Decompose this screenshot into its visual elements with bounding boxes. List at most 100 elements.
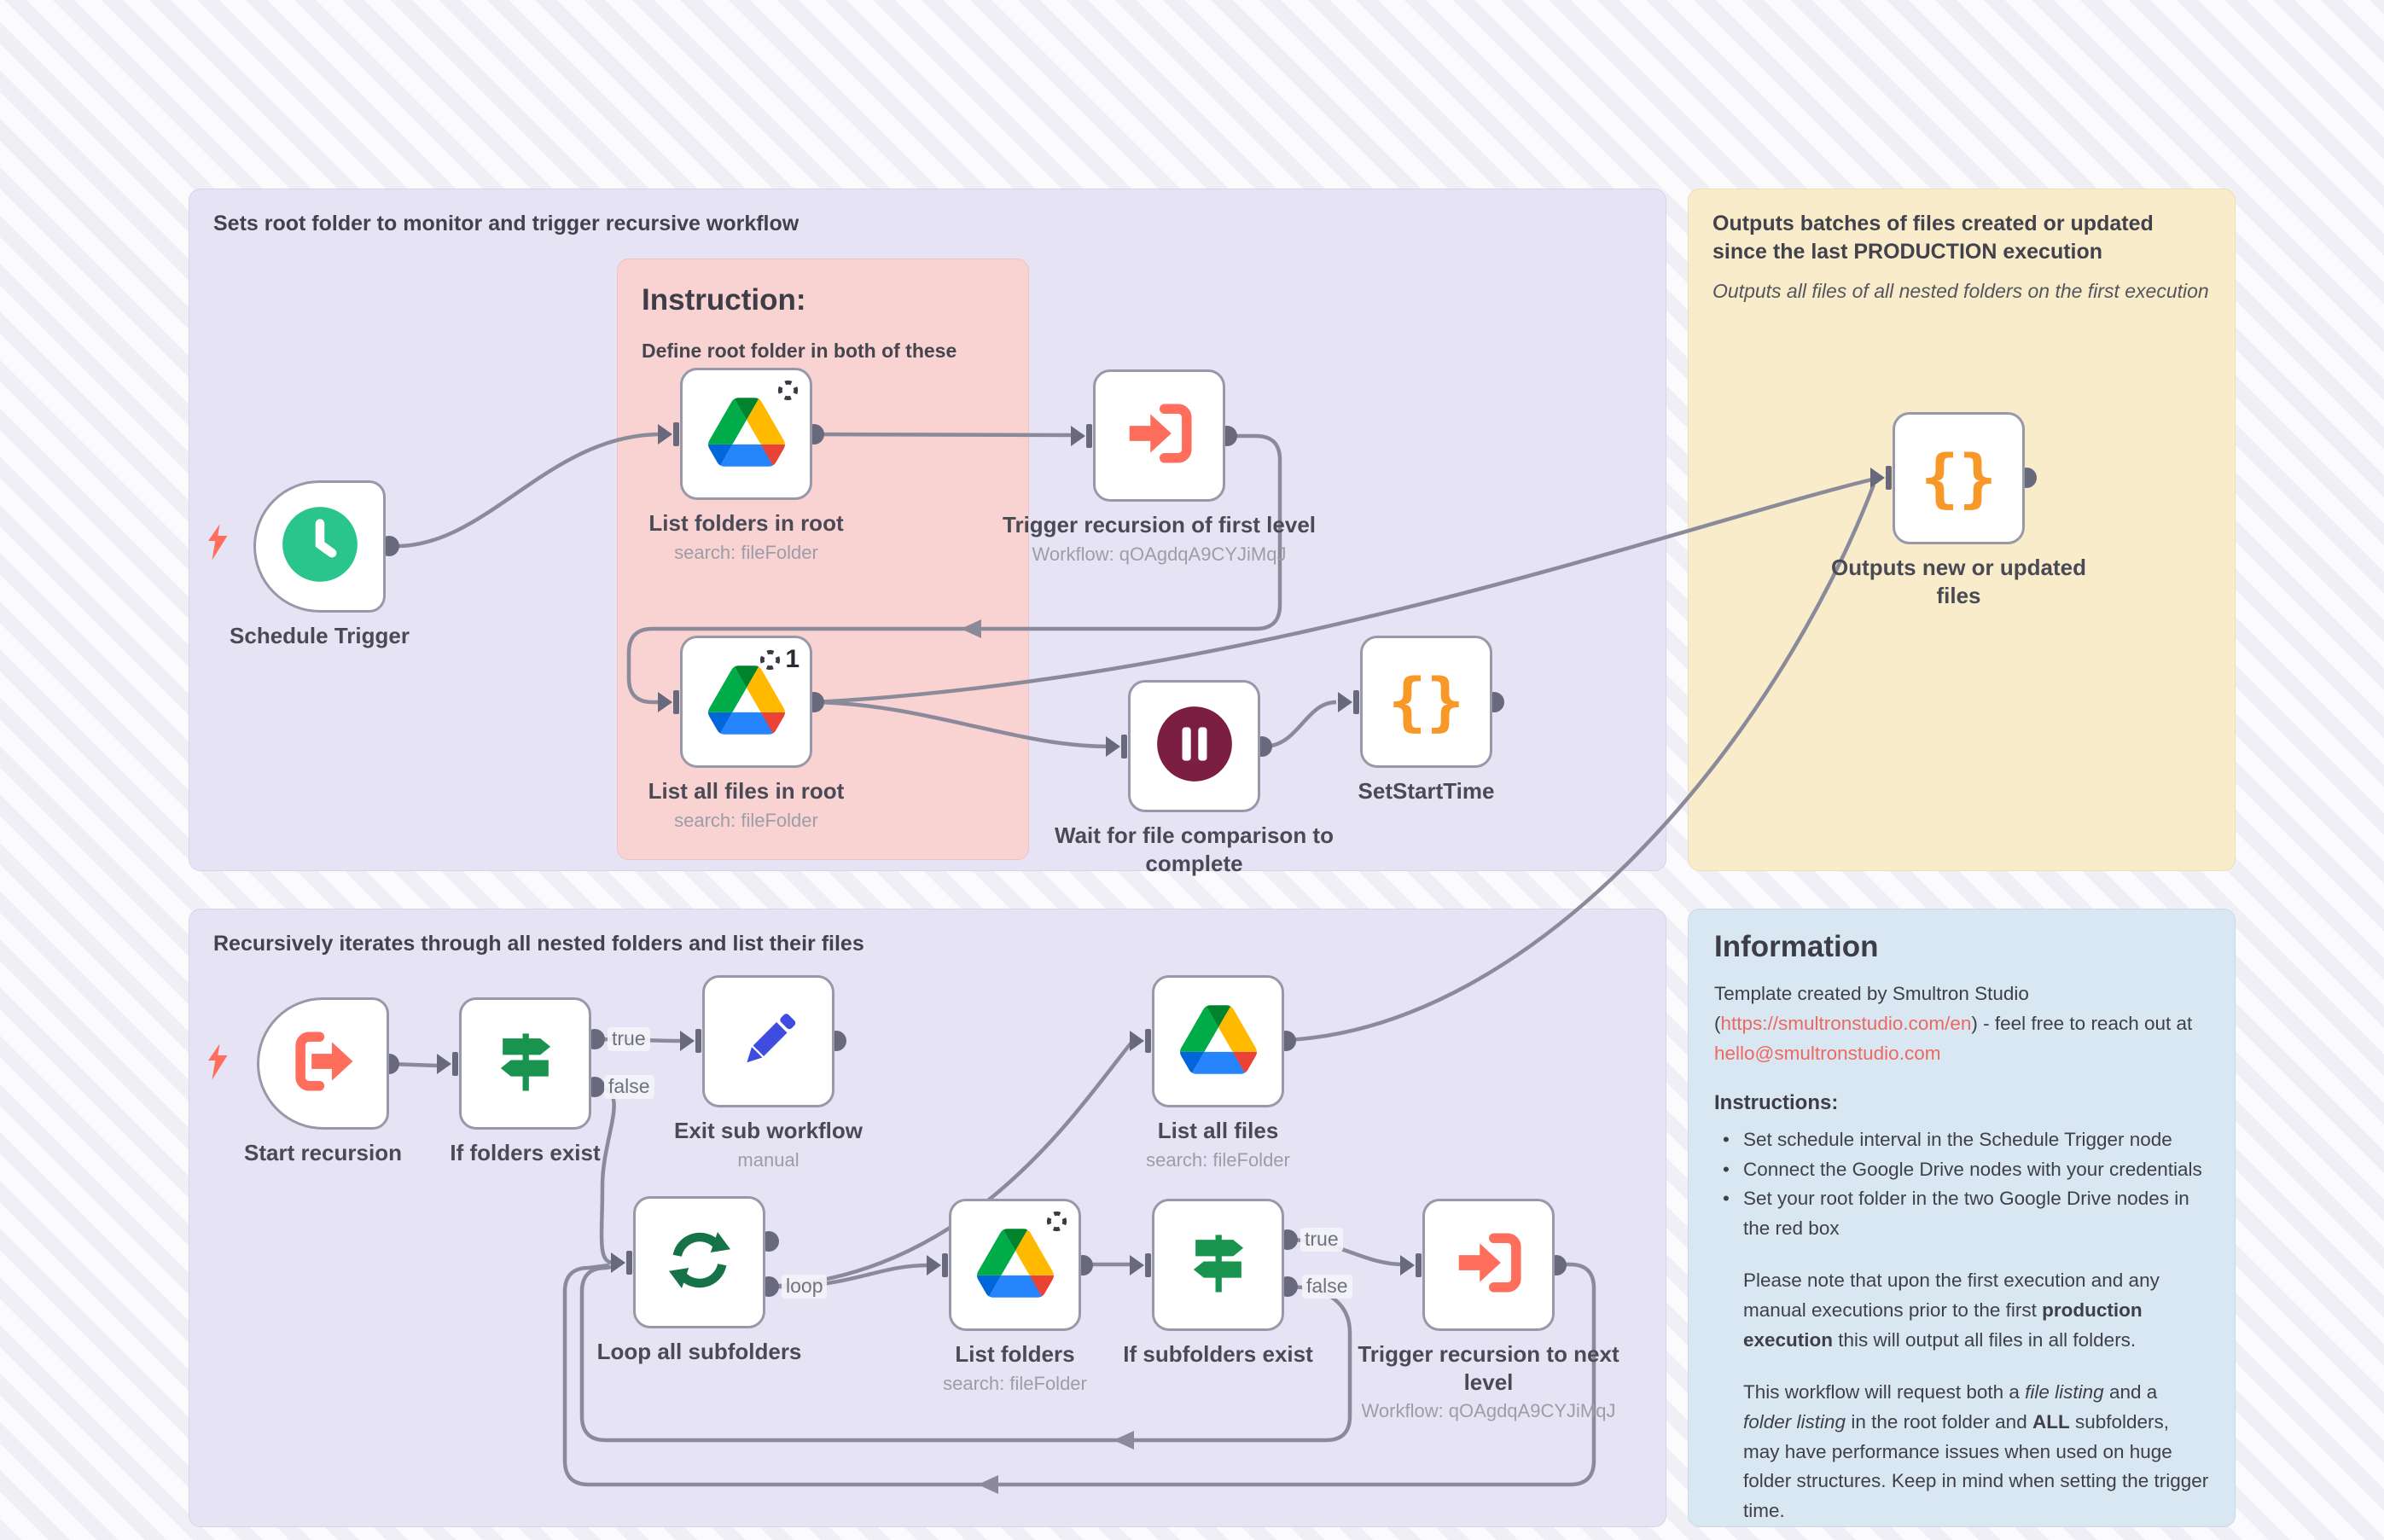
retry-count: 1 <box>785 645 800 673</box>
node-if-subfolders-exist[interactable]: If subfolders exist <box>1123 1199 1313 1367</box>
branch-label-false: false <box>604 1075 654 1099</box>
node-label: SetStartTime <box>1358 778 1495 804</box>
instruction-bullet: Connect the Google Drive nodes with your… <box>1714 1155 2209 1185</box>
node-trigger-recursion-next-level[interactable]: Trigger recursion to next level Workflow… <box>1358 1199 1619 1421</box>
signpost-icon <box>486 1022 565 1105</box>
node-sublabel: search: fileFolder <box>674 809 818 831</box>
connection <box>1285 484 1876 1043</box>
input-port[interactable] <box>658 422 679 446</box>
input-port[interactable] <box>1400 1253 1422 1277</box>
connection <box>579 1264 1352 1443</box>
node-box[interactable] <box>1093 369 1225 502</box>
instruction-bullet: Set your root folder in the two Google D… <box>1714 1184 2209 1244</box>
google-drive-icon <box>1179 1004 1257 1078</box>
node-box[interactable] <box>1152 975 1284 1107</box>
trigger-bolt-icon <box>203 523 234 568</box>
sticky-note-title: Sets root folder to monitor and trigger … <box>213 212 800 235</box>
node-loop-all-subfolders[interactable]: Loop all subfolders <box>597 1196 801 1364</box>
node-if-folders-exist[interactable]: If folders exist <box>450 997 601 1165</box>
node-label: Exit sub workflow <box>673 1118 863 1143</box>
input-port[interactable] <box>611 1251 632 1275</box>
node-sublabel: Workflow: qOAgdqA9CYJiMqJ <box>1032 543 1287 565</box>
google-drive-icon <box>707 665 785 739</box>
instructions-heading: Instructions: <box>1714 1090 1839 1114</box>
branch-label-true: true <box>1300 1228 1343 1252</box>
branch-label-true: true <box>608 1027 650 1051</box>
node-label: List all files in root <box>648 778 845 804</box>
connection <box>626 433 1282 705</box>
start-arrow-icon <box>284 1022 363 1105</box>
node-label: Loop all subfolders <box>596 1339 802 1364</box>
input-port[interactable] <box>437 1052 458 1076</box>
node-outputs-new-or-updated-files[interactable]: {} Outputs new or updated files <box>1831 412 2086 608</box>
note-text-italic: file listing <box>2025 1380 2104 1403</box>
node-box[interactable] <box>459 997 591 1130</box>
instructions-list: Set schedule interval in the Schedule Tr… <box>1714 1125 2209 1245</box>
node-schedule-trigger[interactable]: Schedule Trigger <box>230 480 410 648</box>
trigger-bolt-icon <box>203 1043 234 1088</box>
sticky-note-title: Instruction: <box>642 283 806 317</box>
note-text: in the root folder and <box>1846 1410 2032 1432</box>
node-box[interactable] <box>702 975 834 1107</box>
execute-workflow-icon <box>1120 394 1199 477</box>
node-label: Trigger recursion of first level <box>1003 512 1316 538</box>
note-text-italic: folder listing <box>1743 1410 1846 1432</box>
node-sublabel: search: fileFolder <box>943 1372 1087 1394</box>
email-link[interactable]: hello@smultronstudio.com <box>1714 1042 1941 1064</box>
intro-text: ) - feel free to reach out at <box>1971 1012 2193 1034</box>
node-box[interactable] <box>1152 1199 1284 1331</box>
input-port[interactable] <box>1870 466 1892 490</box>
node-set-start-time[interactable]: {} SetStartTime <box>1358 636 1494 804</box>
node-start-recursion[interactable]: Start recursion <box>244 997 402 1165</box>
node-box[interactable] <box>257 997 389 1130</box>
flow-direction-arrows <box>961 619 1134 1494</box>
connection <box>1263 700 1337 749</box>
node-trigger-recursion-first-level[interactable]: Trigger recursion of first level Workflo… <box>1003 369 1316 565</box>
node-list-all-files-in-root[interactable]: 1 List all files in root search: fileFol… <box>648 636 844 831</box>
node-list-folders[interactable]: List folders search: fileFolder <box>943 1199 1087 1394</box>
sticky-note-information[interactable]: Information Template created by Smultron… <box>1688 909 2236 1527</box>
input-port[interactable] <box>1130 1253 1151 1277</box>
node-box[interactable] <box>253 480 386 613</box>
note-text: Please note that upon the first executio… <box>1743 1270 2160 1321</box>
node-list-all-files[interactable]: List all files search: fileFolder <box>1146 975 1290 1171</box>
node-label: List folders in root <box>648 510 844 536</box>
connection <box>594 1084 616 1265</box>
input-port[interactable] <box>1130 1029 1151 1053</box>
input-ports[interactable] <box>437 422 1892 1277</box>
input-port[interactable] <box>1106 735 1127 758</box>
instruction-bullet: Set schedule interval in the Schedule Tr… <box>1714 1125 2209 1155</box>
sticky-note-recursive[interactable]: Recursively iterates through all nested … <box>189 909 1666 1527</box>
node-label: List all files <box>1157 1118 1279 1143</box>
code-braces-icon: {} <box>1387 665 1465 739</box>
node-box[interactable] <box>680 368 812 500</box>
input-port[interactable] <box>1071 424 1092 448</box>
node-label: Schedule Trigger <box>230 623 410 648</box>
note-text: this will output all files in all folder… <box>1833 1328 2137 1351</box>
information-note-2: This workflow will request both a file l… <box>1714 1378 2209 1526</box>
node-box[interactable]: 1 <box>680 636 812 768</box>
node-list-folders-in-root[interactable]: List folders in root search: fileFolder <box>648 368 844 563</box>
input-port[interactable] <box>680 1029 701 1053</box>
node-box[interactable] <box>633 1196 765 1328</box>
input-port[interactable] <box>658 690 679 714</box>
studio-link[interactable]: https://smultronstudio.com/en <box>1720 1012 1972 1034</box>
node-box[interactable] <box>949 1199 1081 1331</box>
input-port[interactable] <box>927 1253 948 1277</box>
input-port[interactable] <box>1338 690 1359 714</box>
sticky-note-title: Recursively iterates through all nested … <box>213 932 864 956</box>
node-wait-for-file-comparison[interactable]: Wait for file comparison to complete <box>1055 680 1334 876</box>
node-label: Start recursion <box>244 1140 402 1165</box>
retry-badge-icon: 1 <box>759 647 800 672</box>
connection <box>562 1262 1596 1487</box>
node-box[interactable]: {} <box>1893 412 2025 544</box>
branch-label-loop: loop <box>782 1275 828 1299</box>
node-box[interactable] <box>1128 680 1260 812</box>
code-braces-icon: {} <box>1920 441 1997 515</box>
information-note-1: Please note that upon the first executio… <box>1714 1266 2209 1356</box>
node-exit-sub-workflow[interactable]: Exit sub workflow manual <box>674 975 863 1171</box>
node-box[interactable]: {} <box>1360 636 1492 768</box>
node-box[interactable] <box>1422 1199 1555 1331</box>
execute-workflow-icon <box>1450 1223 1528 1306</box>
